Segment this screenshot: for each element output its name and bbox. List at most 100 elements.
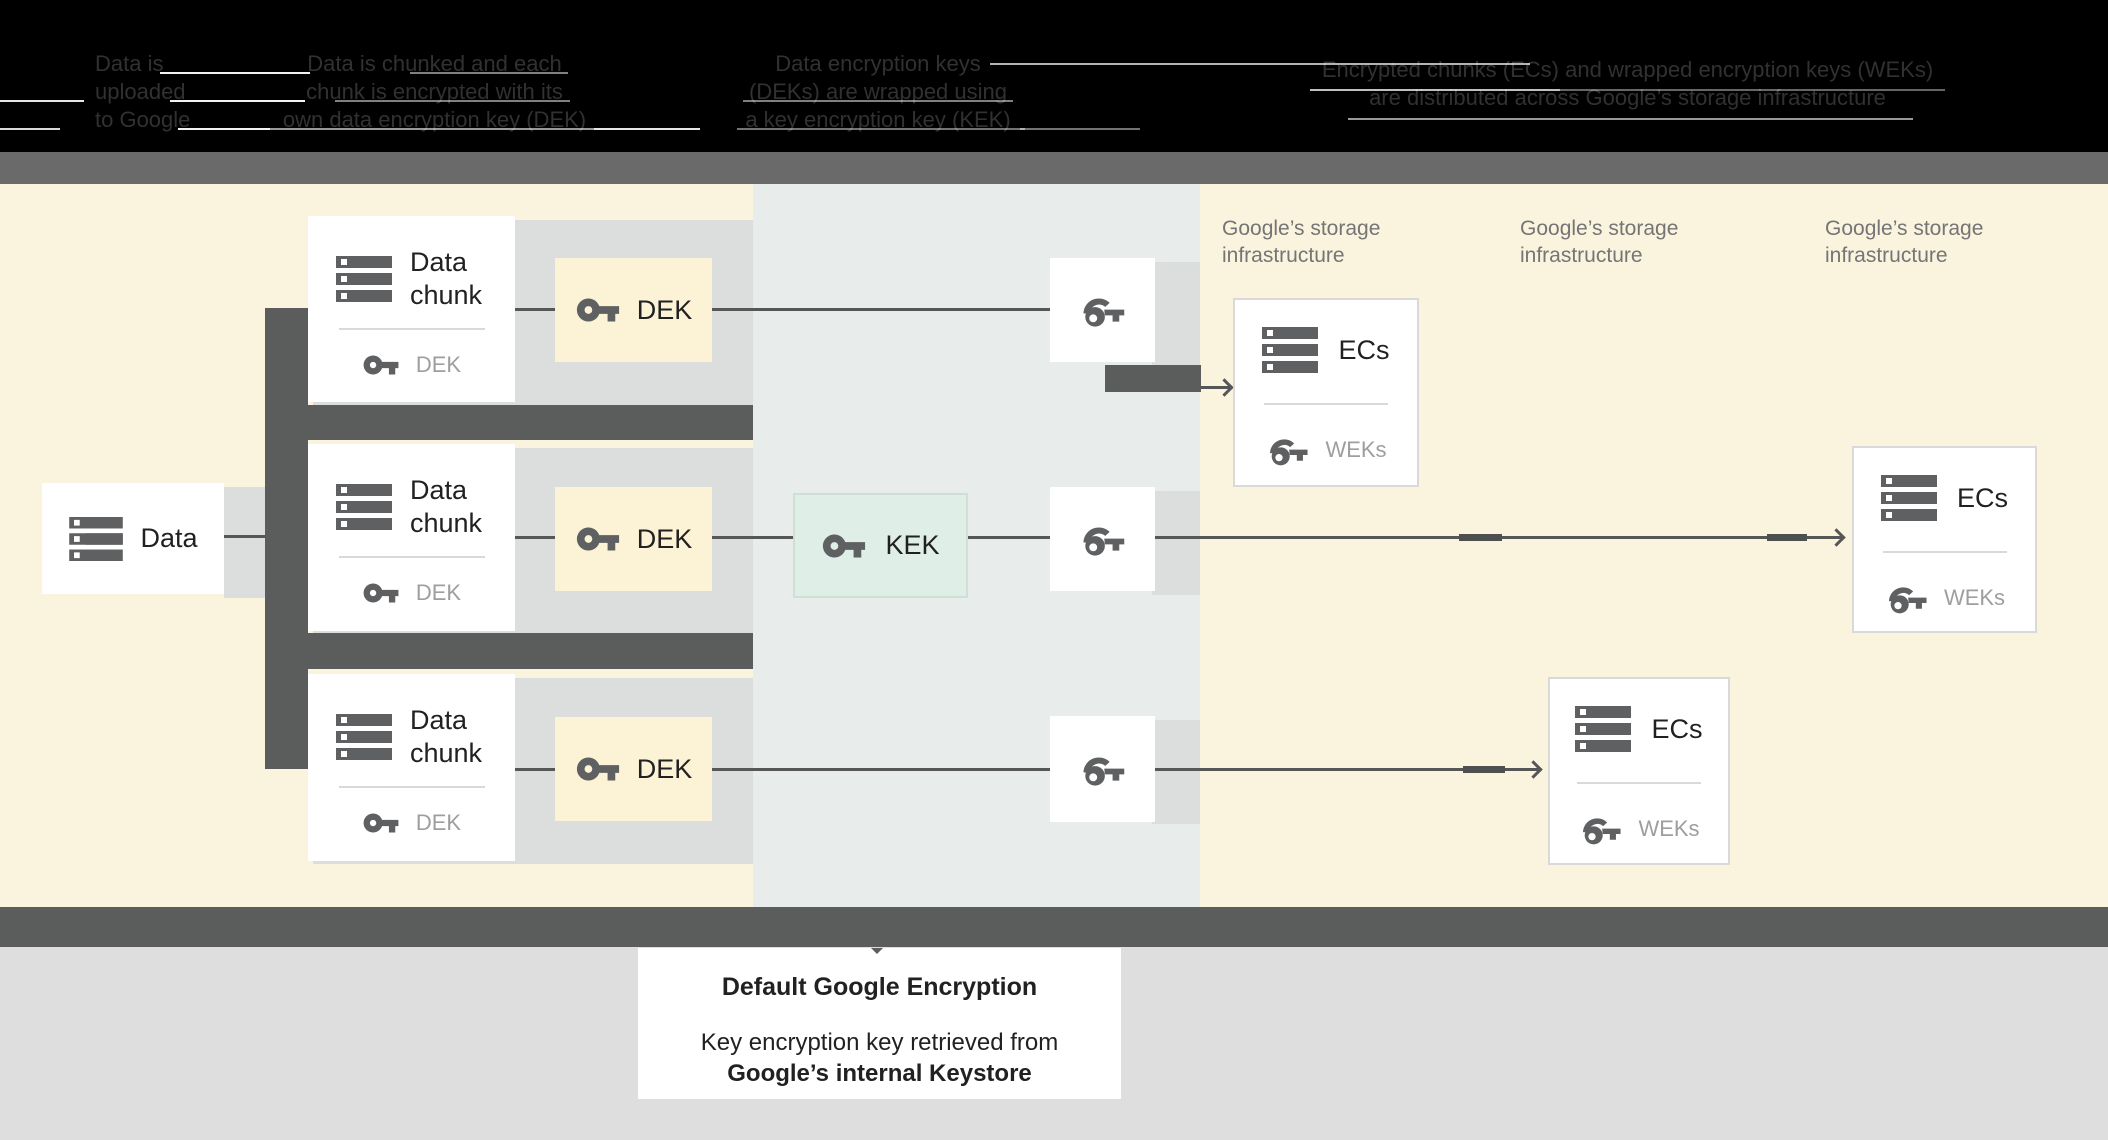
- dek-box: DEK: [555, 487, 712, 591]
- bottom-note-area: Default Google Encryption Key encryption…: [0, 947, 2108, 1140]
- header-steps-band: Data is uploaded to Google Data is chunk…: [0, 0, 2108, 152]
- dek-box-label: DEK: [636, 523, 693, 554]
- header-step-2-line: Data is chunked and each: [307, 51, 562, 76]
- note-caret-icon: [871, 948, 883, 954]
- weks-label: WEKs: [1325, 437, 1387, 462]
- connector-line: [712, 536, 793, 539]
- note-body-line: Google’s internal Keystore: [727, 1060, 1032, 1087]
- wrap-key-backdrop: [1152, 720, 1200, 824]
- header-streak: [170, 100, 305, 102]
- wrap-key-backdrop: [1152, 491, 1200, 595]
- kek-box-label: KEK: [885, 530, 940, 560]
- header-step-1-line: to Google: [95, 107, 191, 132]
- chunk-box-label: Data: [410, 705, 468, 735]
- header-streak: [270, 128, 594, 130]
- header-step-1-line: Data is: [95, 51, 164, 76]
- key-icon: [576, 757, 619, 781]
- data-chunk-box: Data chunk DEK: [308, 444, 515, 631]
- wrapped-key-segment: [1459, 534, 1502, 541]
- header-streak: [737, 128, 1025, 130]
- arrow-line: [1152, 768, 1540, 771]
- wrap-key-backdrop: [1152, 262, 1200, 366]
- data-icon: [336, 714, 392, 760]
- data-icon: [336, 484, 392, 530]
- box-divider: [1577, 782, 1701, 784]
- weks-label: WEKs: [1943, 585, 2006, 610]
- header-streak: [743, 100, 1013, 102]
- wrap-key-icon: [1888, 587, 1927, 614]
- box-divider: [338, 786, 485, 788]
- bottom-divider-band: [0, 907, 2108, 947]
- header-step-2-line: chunk is encrypted with its: [306, 79, 563, 104]
- connector-line: [210, 535, 266, 538]
- wrap-key-box: [1050, 716, 1155, 822]
- header-step-2: Data is chunked and each chunk is encryp…: [262, 50, 607, 134]
- wrapped-key-segment: [1463, 766, 1505, 773]
- key-icon: [363, 355, 399, 375]
- storage-label-line: infrastructure: [1520, 244, 1643, 267]
- header-streak: [1020, 128, 1140, 130]
- header-step-1-line: uploaded: [95, 79, 186, 104]
- key-icon: [576, 298, 619, 322]
- header-step-4-line: Encrypted chunks (ECs) and wrapped encry…: [1321, 57, 1934, 82]
- arrowhead-icon: [1827, 528, 1846, 547]
- key-icon: [823, 534, 866, 557]
- header-streak: [178, 128, 270, 130]
- header-step-1: Data is uploaded to Google: [95, 50, 225, 134]
- header-step-2-line: own data encryption key (DEK): [282, 107, 587, 132]
- data-icon: [1262, 327, 1319, 373]
- arrow-line: [1201, 386, 1231, 389]
- header-streak: [1348, 118, 1913, 120]
- ecs-box: ECs WEKs: [1852, 446, 2037, 633]
- wrapped-key-segment: [1767, 534, 1807, 541]
- chunk-split-trunk: [265, 308, 308, 769]
- diagram-main-area: Google’s storage infrastructure Google’s…: [0, 184, 2108, 907]
- chunk-box-label: Data: [410, 247, 468, 277]
- chunk-box-label: Data: [410, 475, 468, 505]
- wrap-key-box: [1050, 258, 1155, 362]
- dek-box: DEK: [555, 717, 712, 821]
- connector-line: [515, 768, 555, 771]
- key-icon: [576, 527, 619, 551]
- connector-line: [515, 536, 555, 539]
- box-divider: [1264, 403, 1388, 405]
- ecs-box: ECs WEKs: [1548, 677, 1730, 865]
- key-icon: [363, 813, 399, 833]
- data-icon: [1575, 706, 1632, 752]
- wrap-key-icon: [1082, 757, 1124, 786]
- note-title: Default Google Encryption: [721, 973, 1038, 1001]
- wrap-key-box: [1050, 487, 1155, 591]
- key-icon: [363, 583, 399, 603]
- connector-line: [712, 308, 1050, 311]
- data-chunk-box: Data chunk DEK: [308, 216, 515, 402]
- wrap-key-icon: [1270, 439, 1308, 466]
- data-icon: [1880, 475, 1937, 521]
- arrowhead-icon: [1524, 760, 1543, 779]
- chunk-flow-bar: [265, 633, 753, 669]
- chunk-box-label: chunk: [410, 508, 483, 538]
- dek-box-label: DEK: [636, 294, 693, 325]
- wrap-key-icon: [1082, 527, 1124, 556]
- connector-line: [968, 536, 1050, 539]
- arrowhead-icon: [1215, 378, 1234, 397]
- chunk-key-label: DEK: [415, 810, 462, 835]
- header-step-3-line: Data encryption keys: [775, 51, 981, 76]
- header-streak: [0, 100, 84, 102]
- header-streak: [1560, 89, 1945, 91]
- data-box-label: Data: [140, 523, 198, 553]
- storage-infrastructure-label: Google’s storage infrastructure: [1825, 215, 1983, 269]
- chunk-box-label: chunk: [410, 280, 483, 310]
- storage-label-line: Google’s storage: [1222, 217, 1381, 240]
- box-divider: [338, 556, 485, 558]
- ecs-box-label: ECs: [1651, 713, 1703, 744]
- top-divider-band: [0, 152, 2108, 184]
- chunk-key-label: DEK: [415, 580, 462, 605]
- weks-label: WEKs: [1638, 816, 1700, 841]
- default-encryption-note: Default Google Encryption Key encryption…: [638, 948, 1121, 1099]
- storage-label-line: Google’s storage: [1825, 217, 1984, 240]
- header-streak: [160, 72, 310, 74]
- header-streak: [1310, 89, 1560, 91]
- wrap-key-icon: [1583, 818, 1621, 845]
- data-box-backdrop: [224, 487, 266, 598]
